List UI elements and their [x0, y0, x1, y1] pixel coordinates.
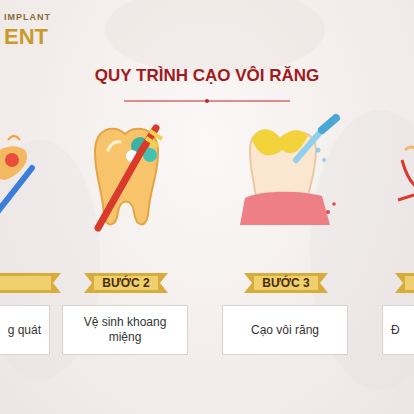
bristle — [150, 131, 162, 139]
step-ribbon: BƯỚC 3 — [244, 273, 328, 293]
title-underline — [124, 99, 290, 103]
icon-partial-right — [398, 147, 414, 200]
ribbon-fill — [0, 273, 61, 293]
step-label: BƯỚC 2 — [84, 273, 168, 293]
icon-partial-left — [0, 136, 32, 215]
ribbon-fill — [395, 273, 414, 293]
scaler — [296, 130, 322, 160]
step-ribbon: BƯỚC 2 — [84, 273, 168, 293]
blurred-face — [105, 0, 325, 75]
step-box: g quát — [0, 305, 50, 355]
ribbon-fill — [84, 273, 168, 293]
icon-shape — [402, 160, 414, 190]
bristle — [146, 138, 158, 146]
ribbon-shape — [395, 273, 414, 293]
tooth-shine — [108, 142, 120, 150]
underline-dot — [205, 99, 209, 103]
step-text: Cạo vôi răng — [223, 323, 347, 338]
step-box: BƯỚC 3Cạo vôi răng — [222, 305, 348, 355]
step-label: BƯỚC 3 — [244, 273, 328, 293]
toothbrush-icon — [95, 128, 162, 228]
step-text: Vệ sinh khoang miệng — [63, 315, 187, 345]
water-drop — [322, 158, 326, 162]
water-drop — [316, 148, 321, 153]
step-text: Đ — [383, 323, 414, 338]
step-ribbon — [395, 273, 414, 293]
logo-text: ENT — [4, 24, 48, 50]
icon-shape — [0, 168, 32, 215]
icon-shape — [5, 153, 19, 167]
background-blur — [0, 0, 414, 390]
ribbon-fill — [244, 273, 328, 293]
icon-shape — [398, 195, 414, 200]
step-box: Đ — [382, 305, 414, 355]
logo-text: IMPLANT — [4, 12, 51, 22]
scaling-icon — [240, 118, 336, 225]
ribbon-highlight — [0, 276, 51, 290]
ribbon-highlight — [405, 276, 414, 290]
debris — [326, 210, 330, 214]
debris — [332, 202, 336, 206]
icon-shape — [8, 136, 20, 140]
icon-shape — [405, 147, 414, 150]
gum — [240, 192, 330, 225]
step-box: BƯỚC 2Vệ sinh khoang miệng — [62, 305, 188, 355]
step-text: g quát — [0, 323, 49, 338]
brush-handle — [98, 150, 142, 228]
step-ribbon — [0, 273, 61, 293]
ribbon-shape — [0, 273, 61, 293]
title: QUY TRÌNH CẠO VÔI RĂNG — [0, 66, 414, 86]
scaler-handle — [322, 118, 336, 130]
